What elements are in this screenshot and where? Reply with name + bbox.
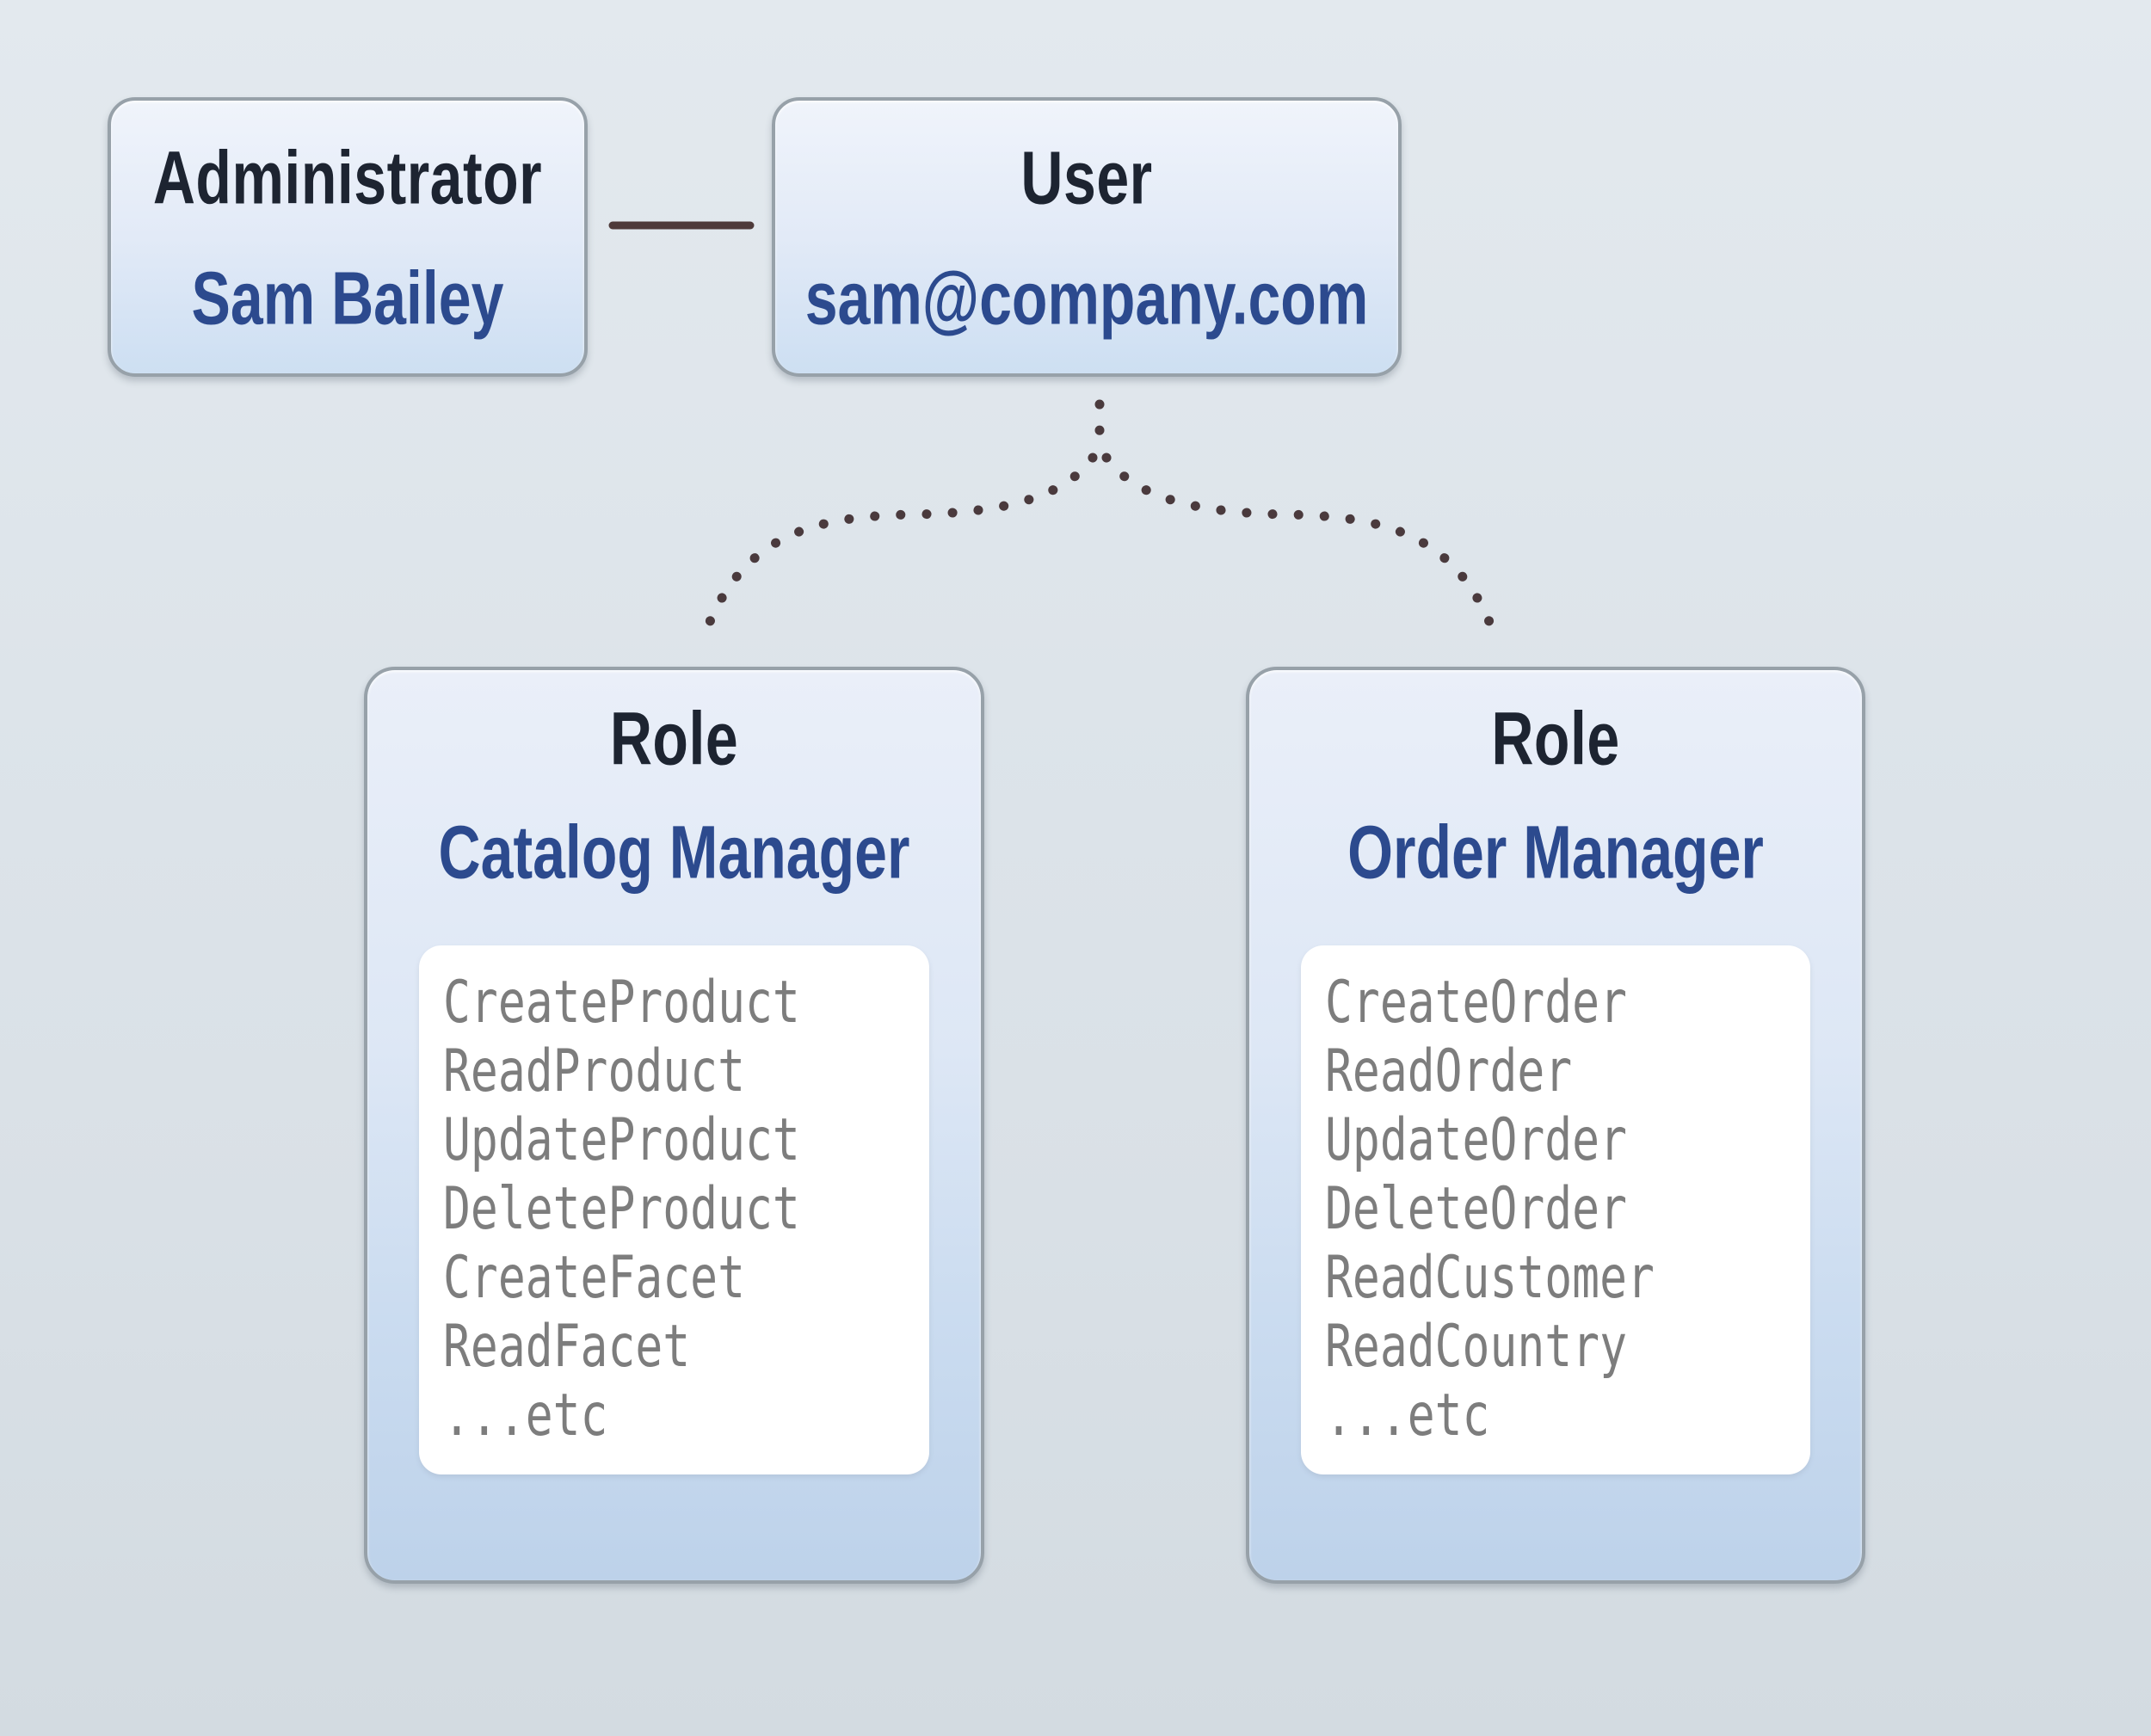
permission-item: CreateProduct bbox=[443, 969, 800, 1037]
user-email: sam@company.com bbox=[804, 256, 1369, 341]
administrator-name: Sam Bailey bbox=[191, 256, 504, 341]
permission-item: DeleteProduct bbox=[443, 1175, 800, 1243]
permission-item: ReadProduct bbox=[443, 1037, 745, 1105]
permission-item: UpdateProduct bbox=[443, 1106, 800, 1174]
role-name-order-manager: Order Manager bbox=[1347, 810, 1764, 895]
administrator-title: Administrator bbox=[152, 136, 543, 220]
permission-item: CreateFacet bbox=[443, 1244, 745, 1312]
role-name-catalog-manager: Catalog Manager bbox=[438, 810, 910, 895]
administrator-box: Administrator Sam Bailey bbox=[108, 97, 588, 377]
permission-item: ReadCustomer bbox=[1325, 1244, 1655, 1312]
permission-item: CreateOrder bbox=[1325, 969, 1627, 1037]
permission-item: DeleteOrder bbox=[1325, 1175, 1627, 1243]
permission-item: ...etc bbox=[1325, 1382, 1490, 1450]
role-title: Role bbox=[609, 697, 739, 781]
user-title: User bbox=[1020, 136, 1153, 220]
permission-item: ReadOrder bbox=[1325, 1037, 1573, 1105]
role-title: Role bbox=[1491, 697, 1620, 781]
user-box: User sam@company.com bbox=[772, 97, 1402, 377]
user-order-role-dotted-connector bbox=[1101, 452, 1497, 633]
permission-item: ...etc bbox=[443, 1382, 608, 1450]
permission-item: UpdateOrder bbox=[1325, 1106, 1627, 1174]
permission-item: ReadCountry bbox=[1325, 1313, 1627, 1381]
permission-item: ReadFacet bbox=[443, 1313, 691, 1381]
user-catalog-role-dotted-connector bbox=[702, 452, 1098, 633]
